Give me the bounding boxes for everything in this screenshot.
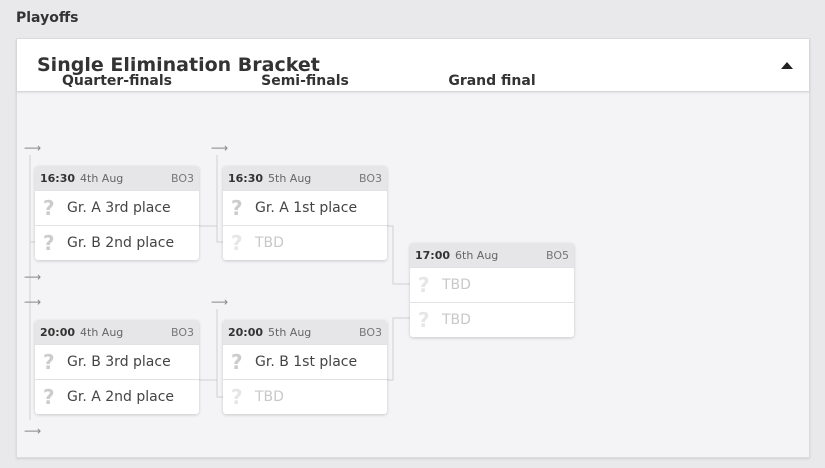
match-date: 5th Aug	[268, 171, 312, 185]
team-row[interactable]: ? TBD	[410, 302, 574, 337]
match-header: 17:00 6th Aug BO5	[410, 243, 574, 267]
arrow-right-icon: ⟶	[24, 424, 42, 438]
match-format: BO3	[358, 325, 382, 339]
match-date: 4th Aug	[80, 325, 124, 339]
team-name: Gr. B 2nd place	[67, 235, 175, 251]
card-title: Single Elimination Bracket	[37, 54, 320, 76]
team-row[interactable]: ? Gr. A 2nd place	[35, 379, 199, 414]
question-mark-icon: ?	[43, 196, 55, 220]
match-time: 16:30	[40, 171, 76, 185]
team-row[interactable]: ? Gr. A 1st place	[223, 190, 387, 225]
team-row[interactable]: ? Gr. B 1st place	[223, 344, 387, 379]
match-format: BO5	[545, 248, 569, 262]
arrow-right-icon: ⟶	[24, 141, 42, 155]
match-card[interactable]: 20:00 4th Aug BO3? Gr. B 3rd place? Gr. A 2n…	[35, 320, 199, 414]
question-mark-icon: ?	[231, 350, 243, 374]
match-card[interactable]: 16:30 4th Aug BO3? Gr. A 3rd place? Gr. B 2n…	[35, 166, 199, 260]
arrow-right-icon: ⟶	[211, 295, 229, 309]
match-format: BO3	[170, 171, 194, 185]
arrow-right-icon: ⟶	[211, 141, 229, 155]
team-row[interactable]: ? Gr. B 2nd place	[35, 225, 199, 260]
match-time: 20:00	[228, 325, 264, 339]
match-header: 20:00 5th Aug BO3	[223, 320, 387, 344]
team-name: Gr. B 1st place	[255, 354, 358, 370]
team-row[interactable]: ? Gr. A 3rd place	[35, 190, 199, 225]
arrow-right-icon: ⟶	[24, 295, 42, 309]
question-mark-icon: ?	[231, 196, 243, 220]
round-title: Quarter-finals	[61, 73, 173, 89]
team-name: TBD	[442, 312, 471, 328]
match-time: 17:00	[415, 248, 451, 262]
question-mark-icon: ?	[231, 385, 243, 409]
round-title: Semi-finals	[261, 73, 349, 89]
team-name: TBD	[255, 235, 284, 251]
section-title: Playoffs	[16, 10, 79, 26]
match-header: 16:30 4th Aug BO3	[35, 166, 199, 190]
team-name: TBD	[442, 277, 471, 293]
question-mark-icon: ?	[418, 273, 430, 297]
match-header: 20:00 4th Aug BO3	[35, 320, 199, 344]
match-card[interactable]: 17:00 6th Aug BO5? TBD? TBD	[410, 243, 574, 337]
match-date: 4th Aug	[80, 171, 124, 185]
round-title: Grand final	[448, 73, 536, 89]
match-date: 6th Aug	[455, 248, 499, 262]
team-row[interactable]: ? TBD	[223, 379, 387, 414]
team-name: TBD	[255, 389, 284, 405]
match-card[interactable]: 20:00 5th Aug BO3? Gr. B 1st place? TBD	[223, 320, 387, 414]
question-mark-icon: ?	[231, 231, 243, 255]
question-mark-icon: ?	[43, 231, 55, 255]
team-row[interactable]: ? TBD	[410, 267, 574, 302]
arrow-right-icon: ⟶	[24, 270, 42, 284]
question-mark-icon: ?	[43, 350, 55, 374]
team-name: Gr. B 3rd place	[67, 354, 171, 370]
team-name: Gr. A 1st place	[255, 200, 358, 216]
match-format: BO3	[170, 325, 194, 339]
question-mark-icon: ?	[43, 385, 55, 409]
team-row[interactable]: ? Gr. B 3rd place	[35, 344, 199, 379]
card-header[interactable]: Single Elimination Bracket	[17, 39, 809, 92]
caret-up-icon[interactable]	[781, 61, 793, 69]
match-time: 16:30	[228, 171, 264, 185]
match-time: 20:00	[40, 325, 76, 339]
team-name: Gr. A 2nd place	[67, 389, 175, 405]
match-card[interactable]: 16:30 5th Aug BO3? Gr. A 1st place? TBD	[223, 166, 387, 260]
team-row[interactable]: ? TBD	[223, 225, 387, 260]
match-header: 16:30 5th Aug BO3	[223, 166, 387, 190]
match-date: 5th Aug	[268, 325, 312, 339]
question-mark-icon: ?	[418, 308, 430, 332]
team-name: Gr. A 3rd place	[67, 200, 171, 216]
match-format: BO3	[358, 171, 382, 185]
